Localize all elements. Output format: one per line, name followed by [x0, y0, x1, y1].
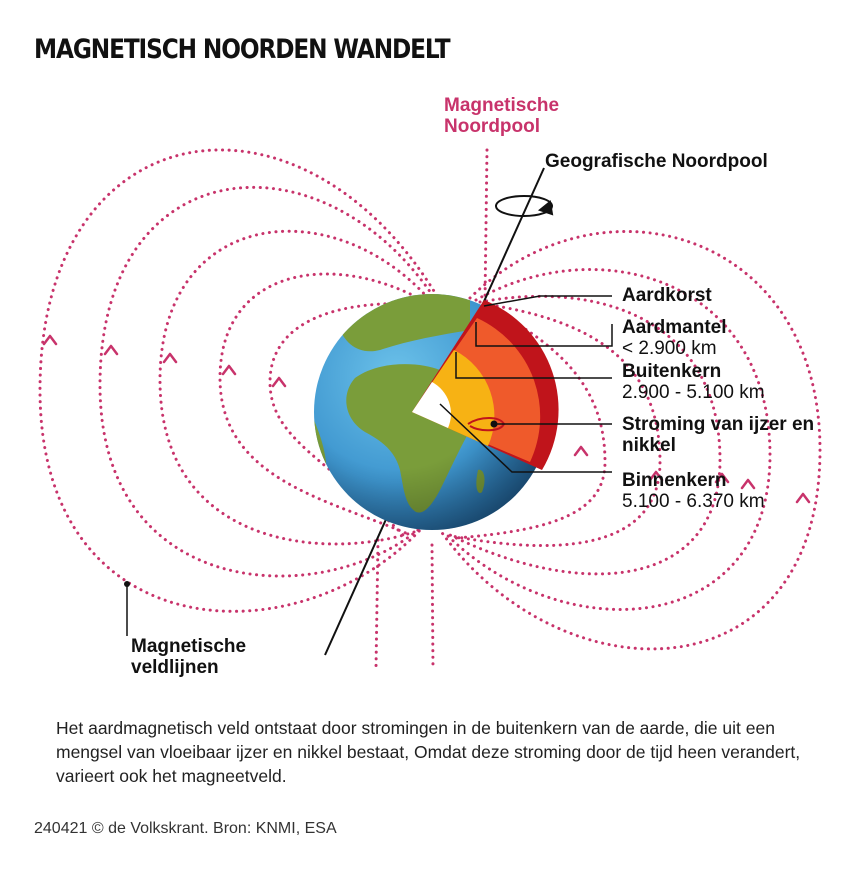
- label-flow-line1: Stroming van ijzer en: [622, 414, 815, 435]
- arrow-icon: [271, 376, 287, 388]
- label-outer-core-name: Buitenkern: [622, 361, 722, 382]
- description-text: Het aardmagnetisch veld ontstaat door st…: [56, 718, 801, 786]
- label-magnetic-north-line1: Magnetische: [444, 95, 560, 116]
- leader-lines: [126, 295, 613, 636]
- label-mantle: Aardmantel < 2.900 km: [622, 317, 727, 359]
- field-line-right-4: [450, 302, 662, 548]
- earth-cutaway: [412, 300, 559, 470]
- label-flow: Stroming van ijzer en nikkel: [622, 414, 814, 456]
- magnetic-field-lines: [38, 148, 822, 670]
- label-mantle-name: Aardmantel: [622, 317, 727, 338]
- label-inner-core-name: Binnenkern: [622, 470, 727, 491]
- label-flow-line2: nikkel: [622, 435, 676, 456]
- label-outer-core: Buitenkern 2.900 - 5.100 km: [622, 361, 765, 403]
- field-line-right-3: [446, 294, 722, 576]
- leader-inner-core: [439, 403, 612, 473]
- arrow-icon: [795, 492, 811, 504]
- source-credit: 240421 © de Volkskrant. Bron: KNMI, ESA: [34, 820, 337, 837]
- earth-diagram: [38, 148, 822, 670]
- field-line-marker-dot: [124, 581, 130, 587]
- leader-mantle: [475, 322, 613, 347]
- label-geographic-north: Geografische Noordpool: [545, 151, 768, 172]
- label-field-lines-line1: Magnetische: [131, 636, 247, 657]
- field-line-right-1: [438, 229, 822, 651]
- label-field-lines: Magnetische veldlijnen: [131, 636, 246, 678]
- arrow-icon: [221, 364, 237, 376]
- field-line-left-1: [38, 148, 439, 613]
- field-line-left-3: [158, 229, 430, 546]
- arrow-icon: [714, 472, 730, 484]
- label-field-lines-line2: veldlijnen: [131, 657, 219, 678]
- field-line-bottom-vertical-2: [430, 543, 435, 670]
- outer-core-layer: [412, 350, 495, 446]
- leader-outer-core: [455, 352, 612, 379]
- arrow-icon: [162, 352, 178, 364]
- field-line-top-vertical: [483, 148, 489, 302]
- label-magnetic-north-line2: Noordpool: [444, 116, 541, 137]
- label-inner-core-depth: 5.100 - 6.370 km: [622, 491, 765, 512]
- arrow-icon: [740, 478, 756, 490]
- field-line-right-2: [442, 268, 772, 611]
- label-outer-core-depth: 2.900 - 5.100 km: [622, 382, 765, 403]
- inner-core-layer: [412, 382, 451, 428]
- flow-marker-dot: [490, 420, 498, 428]
- leader-crust: [483, 295, 612, 307]
- label-mantle-depth: < 2.900 km: [622, 338, 717, 359]
- label-magnetic-north: Magnetische Noordpool: [444, 95, 559, 137]
- field-line-right-5: [454, 304, 607, 540]
- label-inner-core: Binnenkern 5.100 - 6.370 km: [622, 470, 765, 512]
- field-direction-arrows: [42, 334, 811, 504]
- arrow-icon: [648, 470, 664, 482]
- rotation-arrow-icon: [495, 195, 554, 217]
- arrow-icon: [573, 445, 589, 457]
- field-line-bottom-vertical: [374, 538, 380, 670]
- arrow-icon: [42, 334, 58, 346]
- arrow-icon: [103, 344, 119, 356]
- page-title: MAGNETISCH NOORDEN WANDELT: [34, 34, 451, 65]
- label-crust: Aardkorst: [622, 285, 712, 306]
